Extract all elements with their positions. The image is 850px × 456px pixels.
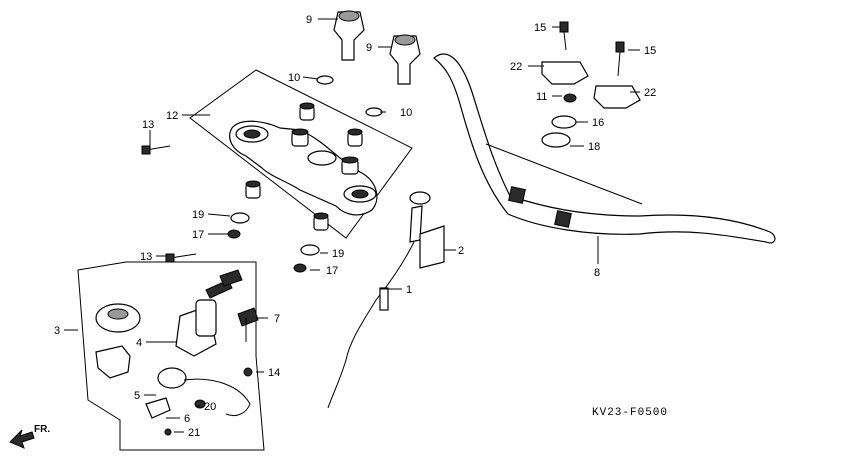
washer-16 bbox=[551, 115, 577, 129]
callout-13: 13 bbox=[140, 251, 152, 263]
callout-13: 13 bbox=[142, 119, 154, 131]
callout-4: 4 bbox=[136, 337, 142, 349]
callout-20: 20 bbox=[204, 401, 216, 413]
holder-upper-22b bbox=[593, 85, 641, 109]
callout-10: 10 bbox=[400, 107, 412, 119]
handlebar-brace bbox=[485, 143, 643, 205]
handlebar-holder-left bbox=[316, 10, 365, 85]
bushing-top bbox=[245, 180, 261, 188]
callout-9: 9 bbox=[306, 14, 312, 26]
top-bridge bbox=[229, 120, 378, 216]
handlebar-holder-right bbox=[365, 34, 421, 117]
washer-18 bbox=[541, 132, 571, 148]
switch-cover-top bbox=[107, 308, 129, 320]
washer-19 bbox=[230, 212, 250, 224]
ignition-frame bbox=[77, 261, 265, 451]
callout-18: 18 bbox=[588, 141, 600, 153]
bushing-top bbox=[341, 156, 359, 164]
washer bbox=[365, 107, 383, 117]
throttle-housing bbox=[419, 225, 445, 269]
callout-2: 2 bbox=[458, 245, 464, 257]
leader-lines bbox=[64, 18, 640, 433]
washer bbox=[316, 75, 334, 85]
callout-6: 6 bbox=[184, 413, 190, 425]
bolt-15-shaft bbox=[563, 31, 567, 51]
bushing-top bbox=[291, 128, 309, 136]
handlebar-marking bbox=[554, 210, 572, 228]
callout-15: 15 bbox=[534, 22, 546, 34]
callout-22: 22 bbox=[510, 61, 522, 73]
bolt-15b-head bbox=[615, 41, 625, 53]
steering-stem-hole bbox=[307, 150, 337, 166]
callout-14: 14 bbox=[268, 367, 280, 379]
callout-16: 16 bbox=[592, 117, 604, 129]
contact-plate bbox=[145, 397, 171, 419]
small-parts bbox=[141, 145, 320, 273]
top-bridge-frame bbox=[189, 69, 413, 239]
handlebar bbox=[433, 53, 776, 244]
callout-15: 15 bbox=[644, 45, 656, 57]
handlebar-group bbox=[433, 53, 776, 244]
bushing-top bbox=[313, 212, 329, 220]
callout-19: 19 bbox=[192, 209, 204, 221]
bolt-13-head bbox=[141, 145, 151, 155]
nut-17 bbox=[227, 229, 241, 239]
handlebar-marking bbox=[508, 186, 526, 204]
bolt-13b-head bbox=[165, 253, 175, 263]
holder-upper-group bbox=[541, 21, 641, 148]
callout-19: 19 bbox=[332, 248, 344, 260]
screw-21 bbox=[164, 428, 172, 436]
callout-3: 3 bbox=[54, 325, 60, 337]
holder-clamp bbox=[394, 34, 416, 46]
callout-22: 22 bbox=[644, 87, 656, 99]
switch-wire bbox=[183, 378, 251, 417]
callout-9: 9 bbox=[366, 42, 372, 54]
holder-body bbox=[333, 11, 365, 61]
screw-14 bbox=[243, 367, 253, 377]
throttle-cable bbox=[327, 241, 415, 409]
diagram-code: KV23-F0500 bbox=[592, 407, 668, 419]
fork-hole-right-inner bbox=[351, 189, 369, 199]
cable-adjuster-top bbox=[409, 191, 431, 205]
washer-19b bbox=[300, 244, 320, 256]
callout-8: 8 bbox=[594, 267, 600, 279]
holder-upper-22 bbox=[541, 61, 589, 85]
top-bridge-group bbox=[189, 69, 413, 239]
front-direction-indicator: FR. bbox=[9, 424, 50, 449]
direction-label: FR. bbox=[34, 424, 50, 435]
callout-21: 21 bbox=[188, 427, 200, 439]
callout-7: 7 bbox=[274, 313, 280, 325]
fork-hole-left-inner bbox=[243, 129, 261, 139]
nut-17b bbox=[293, 263, 307, 273]
bolt-15-head bbox=[559, 21, 569, 33]
key-7 bbox=[237, 307, 259, 327]
callout-11: 11 bbox=[536, 91, 547, 103]
bushing-top bbox=[347, 128, 363, 136]
ignition-switch-group bbox=[77, 261, 265, 451]
holder-body bbox=[389, 35, 421, 85]
callout-17: 17 bbox=[326, 265, 338, 277]
callout-1: 1 bbox=[406, 284, 412, 296]
holder-clamp bbox=[338, 10, 360, 22]
switch-bracket bbox=[95, 345, 131, 379]
callout-17: 17 bbox=[192, 229, 204, 241]
key-on-switch bbox=[219, 269, 243, 287]
callout-12: 12 bbox=[166, 110, 178, 122]
callout-10: 10 bbox=[288, 72, 300, 84]
callouts: 9 9 10 10 12 13 19 17 19 17 13 3 4 7 14 … bbox=[54, 14, 656, 439]
contact-base bbox=[157, 367, 187, 389]
arrow-icon bbox=[9, 429, 35, 449]
callout-5: 5 bbox=[134, 390, 140, 402]
cable-sleeve bbox=[379, 287, 389, 311]
nut-11 bbox=[563, 93, 577, 103]
switch-cylinder bbox=[195, 299, 217, 337]
bushing-top bbox=[299, 102, 315, 110]
throttle-cable-group bbox=[327, 191, 445, 409]
bolt-15b-shaft bbox=[617, 51, 621, 77]
